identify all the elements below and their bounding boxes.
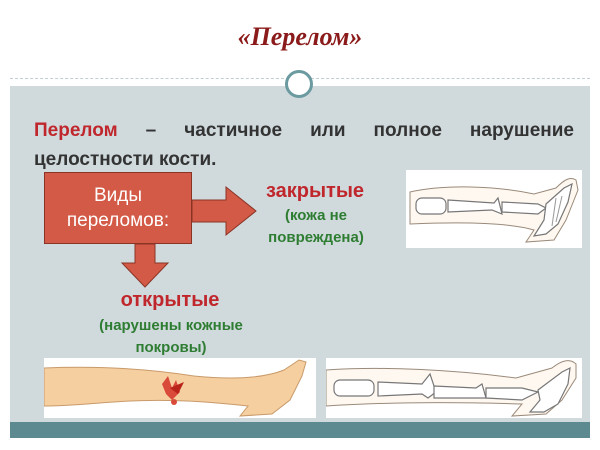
definition-text: – частичное или полное нарушение целостн… xyxy=(34,120,574,170)
closed-fracture-leg-image xyxy=(406,170,582,248)
fracture-kinds-box: Виды переломов: xyxy=(44,172,192,244)
closed-note-line1: (кожа не xyxy=(285,207,347,224)
arrow-right-icon xyxy=(191,185,257,237)
arrow-down-icon xyxy=(120,243,170,288)
open-fracture-title: открытые xyxy=(120,289,220,311)
closed-note-line2: повреждена) xyxy=(268,229,364,246)
fracture-definition: Перелом – частичное или полное нарушение… xyxy=(34,116,574,174)
open-note-line1: (нарушены кожные xyxy=(99,317,243,334)
open-fracture-leg-image xyxy=(44,358,316,418)
closed-fracture-title: закрытые xyxy=(265,180,365,202)
kinds-box-line2: переломов: xyxy=(66,210,170,231)
kinds-box-line1: Виды xyxy=(93,185,142,206)
decorative-circle-icon xyxy=(285,70,313,98)
slide-header xyxy=(0,0,600,74)
footer-bar xyxy=(10,422,590,438)
open-fracture-note: (нарушены кожные покровы) xyxy=(66,315,276,359)
slide-title: «Перелом» xyxy=(237,22,363,51)
definition-term: Перелом xyxy=(34,120,118,141)
closed-fracture-note: (кожа не повреждена) xyxy=(246,205,386,249)
open-note-line2: покровы) xyxy=(135,339,207,356)
fracture-bones-image xyxy=(326,358,582,418)
